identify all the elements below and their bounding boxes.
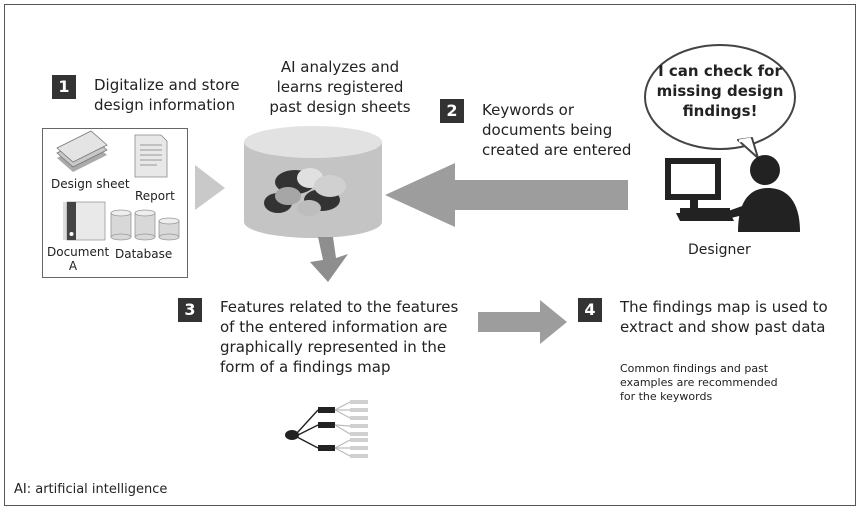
step-3-line: form of a findings map [220, 358, 391, 376]
database-label: Database [115, 247, 173, 261]
step-2-line: Keywords or [482, 101, 574, 119]
findings-map-icon [285, 400, 368, 458]
speech-bubble-line: findings! [682, 102, 758, 120]
document-a-label: Document A [47, 245, 110, 273]
step-3-line: graphically represented in the [220, 338, 447, 356]
arrow-ai-to-map [310, 237, 348, 282]
step-2-line: documents being [482, 121, 613, 139]
ai-caption: AI analyzes and learns registered past d… [255, 57, 425, 117]
ai-caption-line: learns registered [276, 78, 404, 96]
step-4-number: 4 [578, 298, 602, 322]
step-3-number: 3 [178, 298, 202, 322]
report-label: Report [135, 189, 175, 203]
speech-bubble-line: I can check for [658, 62, 782, 80]
step-2-text: Keywords or documents being created are … [482, 100, 631, 160]
step-1-text: Digitalize and store design information [94, 75, 240, 115]
step-1-line: Digitalize and store [94, 76, 240, 94]
database-icon [110, 209, 180, 241]
ai-caption-line: AI analyzes and [280, 58, 400, 76]
step-2-number: 2 [440, 99, 464, 123]
arrow-designer-to-ai [385, 163, 628, 227]
designer-icon [665, 155, 800, 232]
design-sheet-label: Design sheet [51, 177, 130, 191]
report-icon [134, 134, 168, 178]
arrow-map-to-output [478, 300, 567, 344]
step-1-number: 1 [52, 75, 76, 99]
document-binder-icon [63, 201, 106, 241]
recommend-note-line: Common findings and past [620, 362, 769, 375]
ai-caption-line: past design sheets [269, 98, 411, 116]
document-a-line: Document [47, 245, 110, 259]
step-4-line: The findings map is used to [620, 298, 828, 316]
design-sheet-icon [56, 130, 108, 172]
footnote: AI: artificial intelligence [14, 482, 168, 497]
designer-label: Designer [688, 242, 751, 258]
speech-bubble-text: I can check for missing design findings! [652, 61, 788, 121]
step-2-line: created are entered [482, 141, 632, 159]
recommend-note-line: examples are recommended [620, 376, 778, 389]
step-4-line: extract and show past data [620, 318, 826, 336]
recommend-note-line: for the keywords [620, 390, 713, 403]
step-3-text: Features related to the features of the … [220, 297, 458, 377]
ai-database-cylinder [244, 126, 382, 238]
speech-bubble [644, 44, 796, 159]
step-3-line: Features related to the features [220, 298, 459, 316]
step-3-line: of the entered information are [220, 318, 448, 336]
design-info-panel: Design sheet Report Document A Database [42, 128, 188, 278]
document-a-line: A [68, 259, 78, 273]
step-1-line: design information [94, 96, 236, 114]
step-4-text: The findings map is used to extract and … [620, 297, 828, 337]
recommend-note: Common findings and past examples are re… [620, 362, 778, 404]
design-info-icons [56, 130, 180, 241]
speech-bubble-line: missing design [656, 82, 784, 100]
arrow-panel-to-ai [195, 165, 225, 210]
